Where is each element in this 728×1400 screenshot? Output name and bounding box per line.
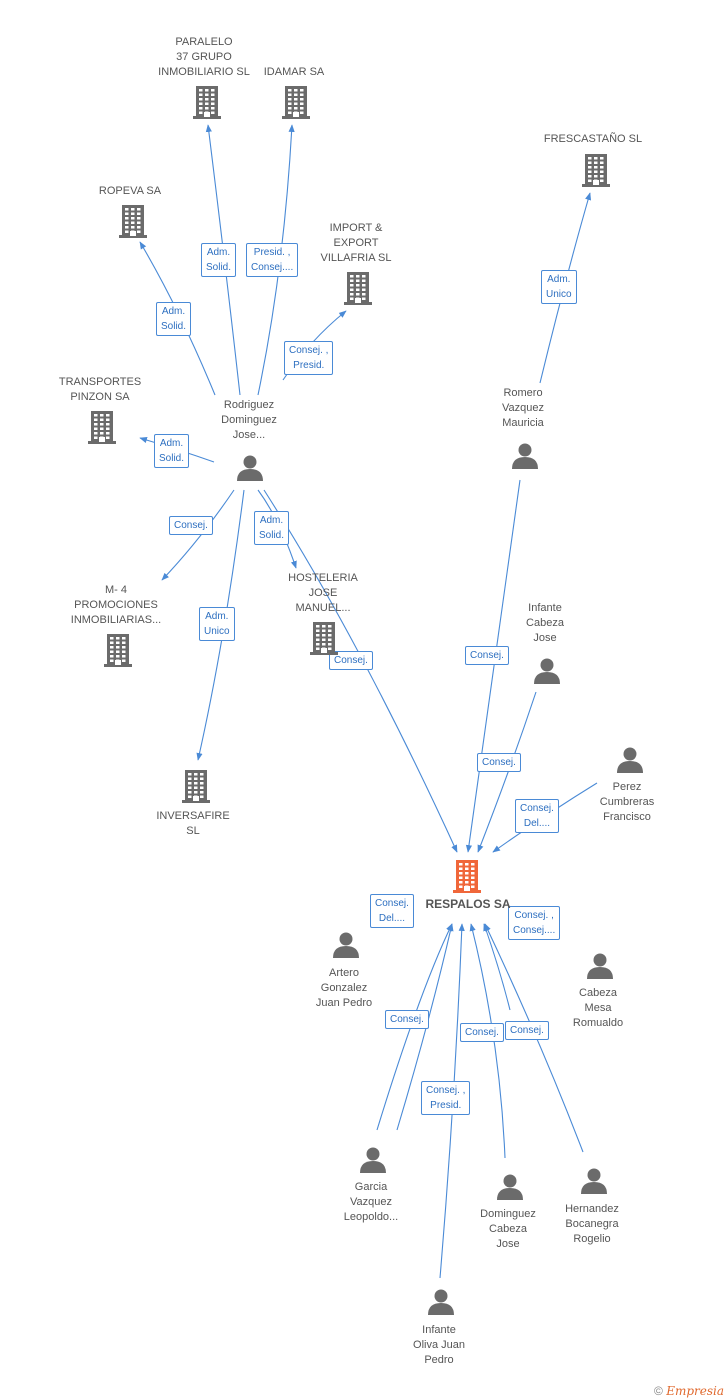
company-label-idamar[interactable]: IDAMAR SA (263, 66, 325, 78)
person-icon[interactable] (533, 657, 561, 690)
relation-label-rod-idamar[interactable]: Presid. , Consej.... (246, 243, 299, 277)
edge-hernandez-main (483, 923, 511, 1011)
relation-label-dominguez-main[interactable]: Consej. (460, 1023, 504, 1042)
company-label-import-export[interactable]: IMPORT & EXPORT VILLAFRIA SL (320, 222, 392, 264)
person-icon[interactable] (496, 1173, 524, 1206)
person-label-dominguez-cabeza[interactable]: Dominguez Cabeza Jose (480, 1208, 536, 1250)
person-label-hernandez[interactable]: Hernandez Bocanegra Rogelio (565, 1203, 619, 1245)
company-label-m4[interactable]: M- 4 PROMOCIONES INMOBILIARIAS... (70, 584, 162, 626)
relation-label-rod-paralelo[interactable]: Adm. Solid. (201, 243, 237, 277)
building-icon[interactable] (104, 633, 132, 672)
relation-label-rod-ropeva[interactable]: Adm. Solid. (156, 302, 192, 336)
relation-label-cabeza-main[interactable]: Consej. , Consej.... (508, 906, 561, 940)
building-icon[interactable] (310, 621, 338, 660)
person-label-garcia[interactable]: Garcia Vazquez Leopoldo... (343, 1181, 399, 1223)
brand-logo: Empresia (666, 1384, 724, 1398)
person-label-infante-oliva[interactable]: Infante Oliva Juan Pedro (413, 1324, 465, 1366)
company-label-hosteleria[interactable]: HOSTELERIA JOSE MANUEL... (288, 572, 358, 614)
relation-label-rod-transportes[interactable]: Adm. Solid. (154, 434, 190, 468)
company-label-inversafire[interactable]: INVERSAFIRE SL (156, 810, 230, 837)
building-icon[interactable] (582, 153, 610, 192)
company-label-main[interactable]: RESPALOS SA (425, 897, 511, 911)
building-icon[interactable] (182, 769, 210, 808)
edge-romero-main (465, 479, 521, 853)
building-icon[interactable] (344, 271, 372, 310)
person-icon[interactable] (580, 1167, 608, 1200)
relation-label-oliva-main[interactable]: Consej. , Presid. (421, 1081, 471, 1115)
building-icon[interactable] (88, 410, 116, 449)
person-icon[interactable] (332, 931, 360, 964)
relation-label-rod-m4[interactable]: Consej. (169, 516, 213, 535)
building-icon[interactable] (282, 85, 310, 124)
relation-label-romero-main[interactable]: Consej. (465, 646, 509, 665)
building-icon[interactable] (119, 204, 147, 243)
copyright-icon: © (654, 1384, 663, 1398)
person-label-perez[interactable]: Perez Cumbreras Francisco (599, 781, 655, 823)
edge-rod-main (263, 489, 458, 853)
person-icon[interactable] (236, 454, 264, 487)
relation-label-perez-main[interactable]: Consej. Del.... (515, 799, 559, 833)
edge-artero-main (376, 923, 453, 1131)
main-building-icon[interactable] (453, 859, 481, 898)
relation-label-romero-fresc[interactable]: Adm. Unico (541, 270, 577, 304)
company-label-transportes[interactable]: TRANSPORTES PINZON SA (58, 376, 142, 403)
company-label-ropeva[interactable]: ROPEVA SA (98, 185, 162, 197)
person-icon[interactable] (427, 1288, 455, 1321)
relation-label-hernandez-main[interactable]: Consej. (505, 1021, 549, 1040)
relation-label-rod-inversafire[interactable]: Adm. Unico (199, 607, 235, 641)
person-icon[interactable] (359, 1146, 387, 1179)
person-icon[interactable] (616, 746, 644, 779)
relation-label-rod-main[interactable]: Consej. (329, 651, 373, 670)
relation-label-artero-main[interactable]: Consej. Del.... (370, 894, 414, 928)
relation-label-garcia-main[interactable]: Consej. (385, 1010, 429, 1029)
person-icon[interactable] (511, 442, 539, 475)
relation-label-rod-import[interactable]: Consej. , Presid. (284, 341, 334, 375)
relation-label-rod-hosteleria[interactable]: Adm. Solid. (254, 511, 290, 545)
person-label-artero[interactable]: Artero Gonzalez Juan Pedro (315, 967, 373, 1009)
footer: © Empresia (654, 1384, 724, 1398)
company-label-paralelo[interactable]: PARALELO 37 GRUPO INMOBILIARIO SL (158, 36, 250, 78)
person-icon[interactable] (586, 952, 614, 985)
person-label-romero[interactable]: Romero Vazquez Mauricia (502, 387, 544, 429)
person-label-cabeza-mesa[interactable]: Cabeza Mesa Romualdo (572, 987, 624, 1029)
person-label-rodriguez[interactable]: Rodriguez Dominguez Jose... (221, 399, 277, 441)
person-label-infante-cabeza[interactable]: Infante Cabeza Jose (526, 602, 564, 644)
edge-rod-m4 (161, 489, 235, 581)
relation-label-infante-main[interactable]: Consej. (477, 753, 521, 772)
building-icon[interactable] (193, 85, 221, 124)
company-label-frescastano[interactable]: FRESCASTAÑO SL (543, 133, 643, 145)
